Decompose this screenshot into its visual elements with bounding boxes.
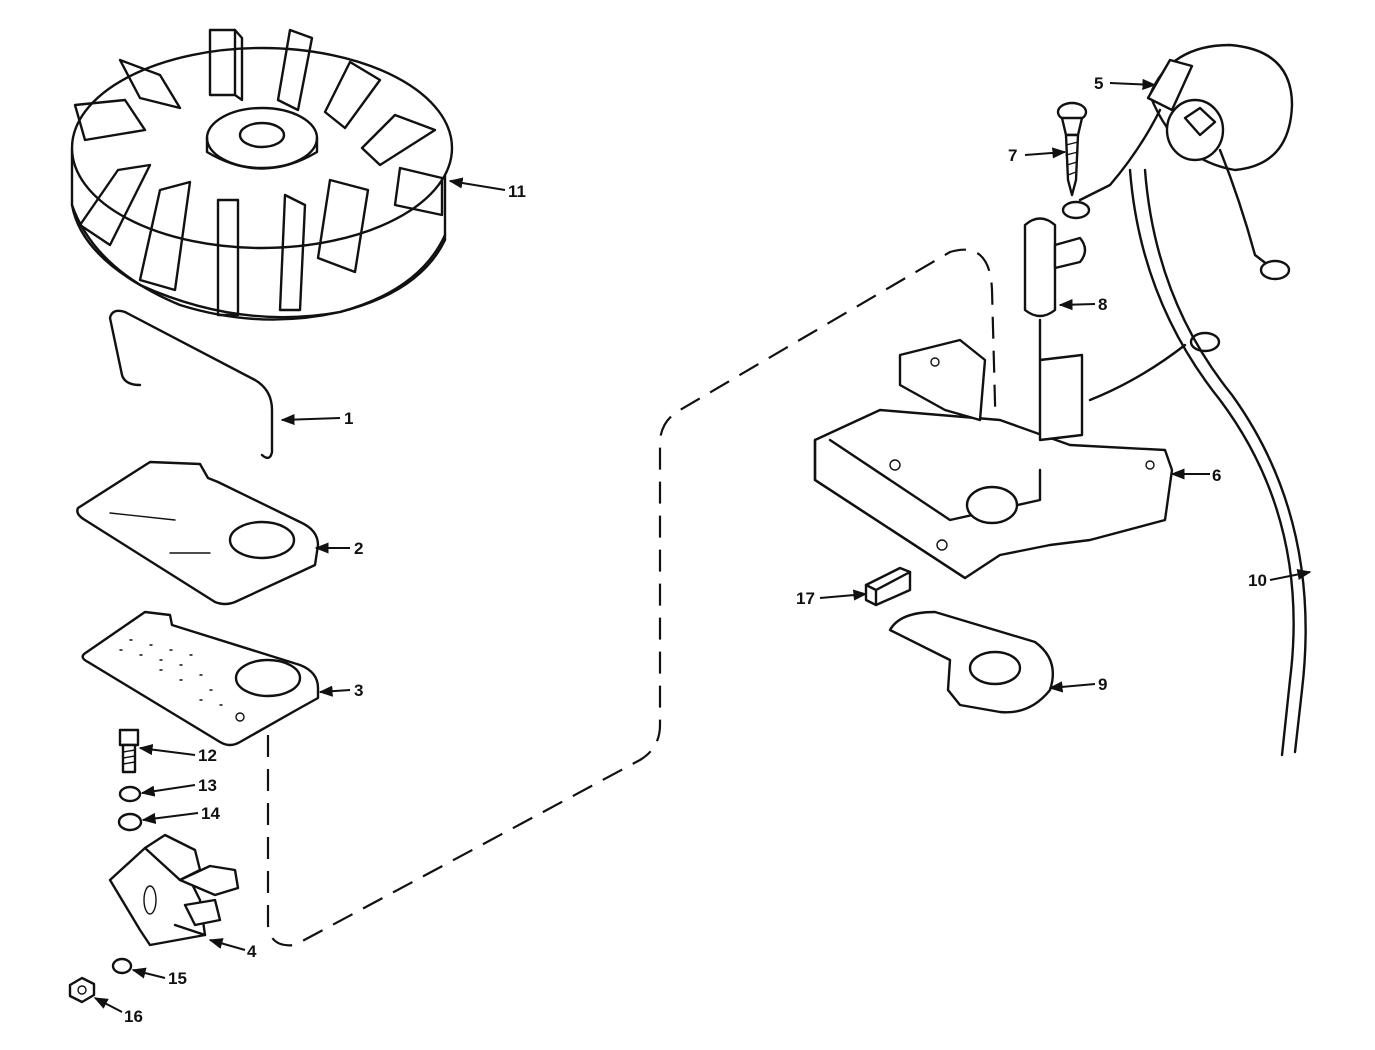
retainer-clip-part [888, 610, 1055, 714]
ground-wire-part [1128, 168, 1295, 757]
washer-part [111, 957, 133, 975]
ignition-coil-part [1061, 43, 1294, 281]
leader-arrow-12 [138, 744, 196, 756]
lock-washer-part [118, 785, 142, 803]
callout-16: 16 [124, 1007, 143, 1026]
callout-10: 10 [1248, 571, 1267, 590]
screw-part [118, 728, 140, 774]
leader-arrow-3 [318, 685, 351, 697]
callout-17: 17 [796, 589, 815, 608]
leader-arrow-14 [141, 812, 199, 824]
callout-9: 9 [1098, 675, 1107, 694]
leader-arrow-16 [93, 997, 123, 1013]
mounting-screw-part [1056, 101, 1088, 197]
leader-arrow-15 [131, 967, 166, 979]
callout-5: 5 [1094, 74, 1103, 93]
callout-1: 1 [344, 409, 353, 428]
leader-arrow-4 [208, 938, 246, 951]
gasket-plate-part [81, 610, 320, 747]
nut-part [68, 976, 96, 1004]
callout-2: 2 [354, 539, 363, 558]
leader-arrow-8 [1058, 299, 1096, 311]
flat-washer-part [117, 812, 143, 832]
condenser-part [1023, 217, 1087, 362]
leader-arrow-17 [819, 589, 868, 601]
callout-12: 12 [198, 746, 217, 765]
callout-4: 4 [247, 942, 257, 961]
leader-arrow-1 [280, 413, 341, 426]
callout-13: 13 [198, 776, 217, 795]
callout-15: 15 [168, 969, 187, 988]
callout-6: 6 [1212, 466, 1221, 485]
wire-spring-part [108, 309, 274, 460]
callout-11: 11 [508, 182, 526, 201]
breaker-points-part [108, 833, 240, 947]
cover-plate-part [76, 460, 320, 606]
leader-arrow-5 [1109, 78, 1157, 91]
felt-wick-part [864, 566, 912, 607]
callout-8: 8 [1098, 295, 1107, 314]
stator-plate-part [813, 331, 1221, 580]
callout-7: 7 [1008, 146, 1017, 165]
leader-arrow-9 [1048, 681, 1096, 693]
leader-arrow-7 [1024, 147, 1067, 159]
callout-3: 3 [354, 681, 363, 700]
assembly-dashed-line [266, 248, 998, 947]
flywheel-part [70, 28, 454, 321]
callout-14: 14 [201, 804, 220, 823]
leader-arrow-13 [140, 784, 196, 797]
leader-arrow-11 [448, 177, 506, 191]
leader-arrow-10 [1269, 568, 1312, 581]
